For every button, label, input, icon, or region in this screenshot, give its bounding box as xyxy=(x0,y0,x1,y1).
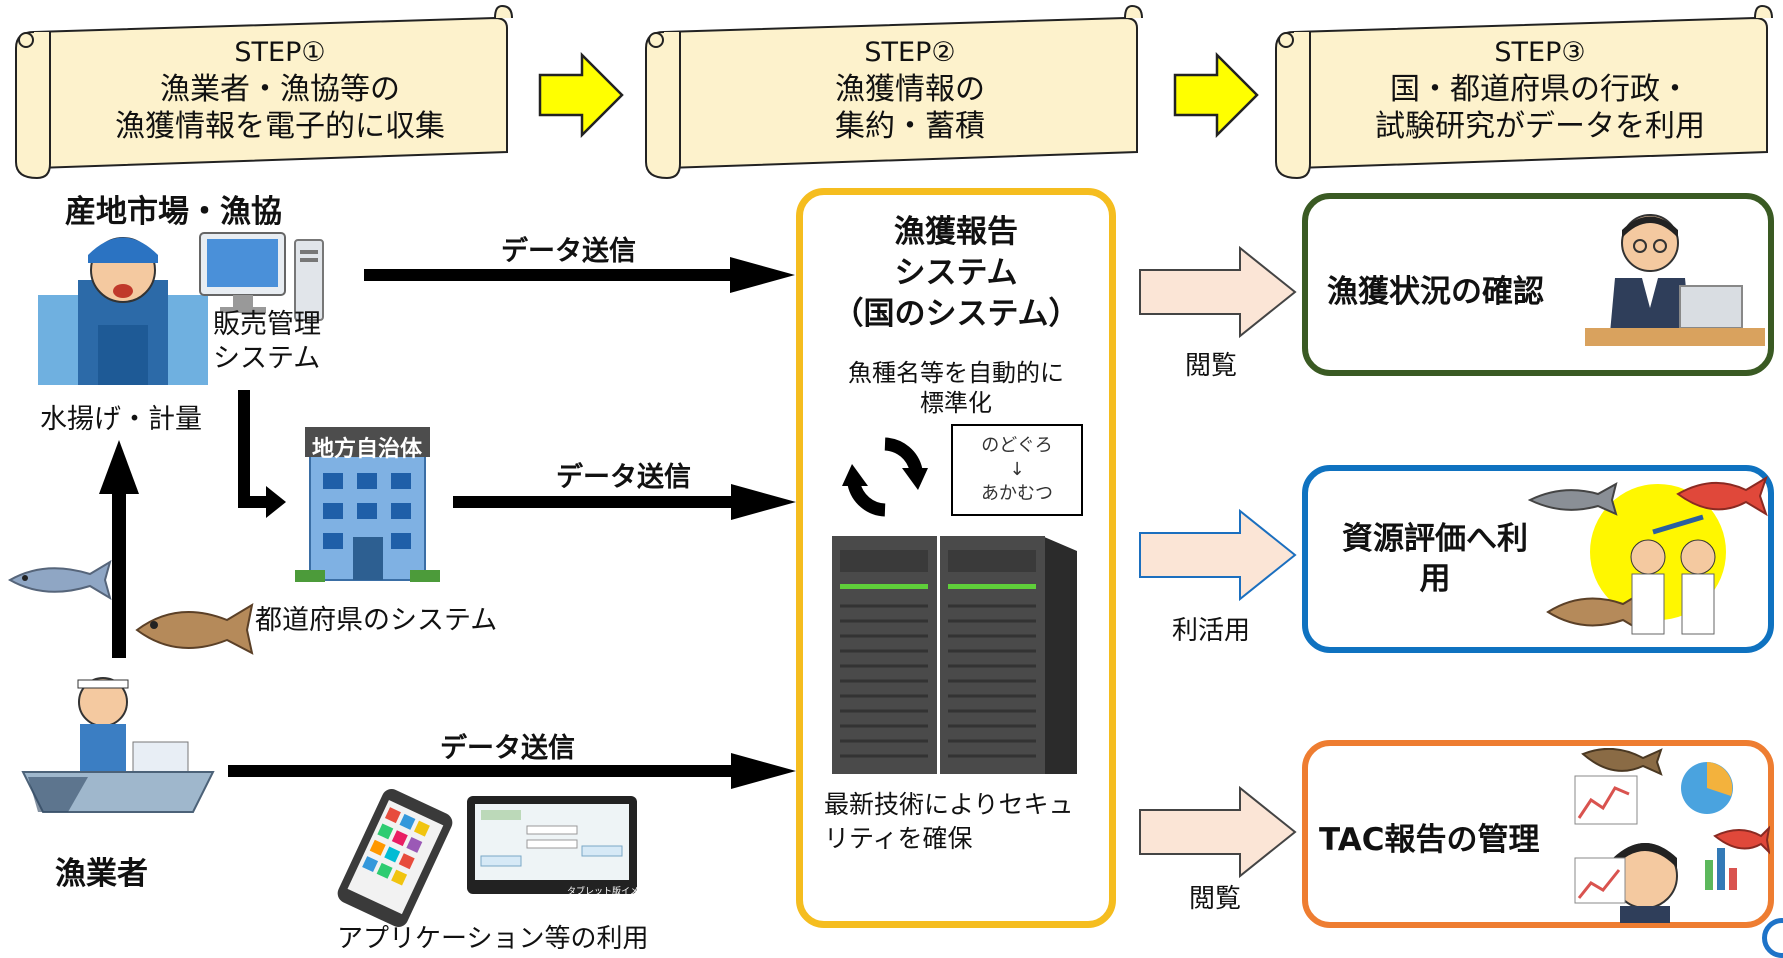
yellow-arrow-1 xyxy=(538,51,624,139)
step3-line2: 試験研究がデータを利用 xyxy=(1375,109,1705,144)
resource-assessment-text: 資源評価へ利 用 xyxy=(1330,519,1540,599)
smartphone-icon xyxy=(337,789,453,927)
use-label: 利活用 xyxy=(1172,616,1251,646)
scroll-step1 xyxy=(15,4,513,180)
local-gov-sign: 地方自治体 xyxy=(312,437,423,462)
elbow-arrow xyxy=(238,390,286,518)
step1-line2: 漁獲情報を電子的に収集 xyxy=(115,109,445,144)
name-example-box: のどぐろ ↓ あかむつ xyxy=(951,424,1083,516)
fisher-boat-icon xyxy=(21,677,215,813)
pink-arrow-2 xyxy=(1139,508,1297,602)
researchers-fish-icon xyxy=(1528,475,1768,635)
view-label-1: 閲覧 xyxy=(1185,351,1238,381)
step1-text: STEP① 漁業者・漁協等の 漁獲情報を電子的に収集 xyxy=(60,34,500,145)
step3-label: STEP③ xyxy=(1494,37,1586,68)
system-title-line1: 漁獲報告 xyxy=(894,214,1018,250)
security-line1: 最新技術によりセキュ xyxy=(824,790,1074,819)
rockfish-icon xyxy=(135,602,254,655)
refresh-icon xyxy=(842,437,928,517)
app-use-label: アプリケーション等の利用 xyxy=(337,924,649,954)
sardine-icon xyxy=(7,559,112,601)
data-arrow-3 xyxy=(228,753,796,789)
security-line2: リティを確保 xyxy=(824,824,973,853)
up-arrow xyxy=(99,440,139,658)
office-worker-laptop-icon xyxy=(1585,214,1765,346)
yellow-arrow-2 xyxy=(1173,51,1259,139)
catch-status-label: 漁獲状況の確認 xyxy=(1327,274,1544,310)
system-title-line2: システム xyxy=(894,255,1018,291)
sales-system-line1: 販売管理 xyxy=(213,309,321,340)
data-send-label-1: データ送信 xyxy=(501,236,636,267)
resource-assessment-line2: 用 xyxy=(1419,561,1451,597)
step1-label: STEP① xyxy=(234,37,326,68)
data-send-label-3: データ送信 xyxy=(440,733,575,764)
landing-label: 水揚げ・計量 xyxy=(40,404,202,435)
example-arrow: ↓ xyxy=(1009,459,1025,480)
server-rack-icon xyxy=(832,536,1077,774)
step3-line1: 国・都道府県の行政・ xyxy=(1390,72,1690,107)
step2-line2: 集約・蓄積 xyxy=(835,109,985,144)
local-government-building-icon xyxy=(295,427,440,582)
step3-text: STEP③ 国・都道府県の行政・ 試験研究がデータを利用 xyxy=(1320,34,1760,145)
pink-arrow-3 xyxy=(1139,785,1297,879)
tablet-caption: タブレット版イメージ xyxy=(567,887,657,897)
computer-icon xyxy=(199,232,324,321)
market-worker-icon xyxy=(38,237,208,385)
data-arrow-2 xyxy=(453,484,796,520)
analyst-charts-icon xyxy=(1574,748,1770,923)
data-arrow-1 xyxy=(364,257,795,293)
tablet-icon xyxy=(467,796,637,894)
fisher-label: 漁業者 xyxy=(55,856,148,892)
step2-line1: 漁獲情報の xyxy=(835,72,985,107)
standardize-line1: 魚種名等を自動的に xyxy=(848,359,1064,387)
scroll-step2 xyxy=(645,4,1143,180)
example-to: あかむつ xyxy=(981,483,1053,504)
system-title: 漁獲報告 システム （国のシステム） xyxy=(800,212,1112,335)
step2-text: STEP② 漁獲情報の 集約・蓄積 xyxy=(690,34,1130,145)
step1-line1: 漁業者・漁協等の xyxy=(160,72,400,107)
market-title: 産地市場・漁協 xyxy=(65,194,282,230)
step2-label: STEP② xyxy=(864,37,956,68)
view-label-2: 閲覧 xyxy=(1189,884,1242,914)
pink-arrow-1 xyxy=(1139,245,1297,339)
scroll-step3 xyxy=(1275,4,1773,180)
standardize-line2: 標準化 xyxy=(920,389,992,417)
sales-system-label: 販売管理 システム xyxy=(213,308,321,376)
example-from: のどぐろ xyxy=(981,435,1053,456)
prefecture-system-label: 都道府県のシステム xyxy=(255,605,498,636)
sales-system-line2: システム xyxy=(213,343,321,374)
standardize-text: 魚種名等を自動的に 標準化 xyxy=(800,358,1112,418)
system-title-line3: （国のシステム） xyxy=(832,296,1080,332)
security-text: 最新技術によりセキュ リティを確保 xyxy=(824,788,1104,856)
tac-report-label: TAC報告の管理 xyxy=(1319,822,1540,858)
resource-assessment-line1: 資源評価へ利 xyxy=(1342,521,1528,557)
data-send-label-2: データ送信 xyxy=(556,462,691,493)
tac-report-box xyxy=(1302,740,1774,928)
